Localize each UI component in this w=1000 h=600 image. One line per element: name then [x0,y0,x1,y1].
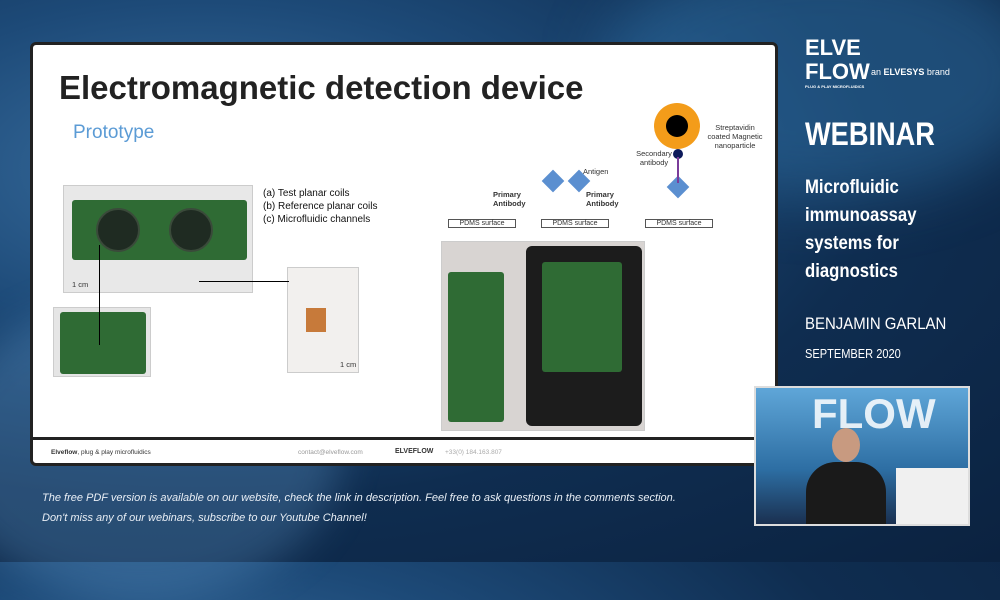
elveflow-logo: ELVE FLOW PLUG & PLAY MICROFLUIDICS [805,35,870,90]
pcb-photo-back [53,307,151,377]
scale-label: 1 cm [72,280,89,289]
pdms-label: PDMS surface [645,219,713,228]
presentation-slide: Electromagnetic detection device Prototy… [30,42,778,466]
footer-logo: ELVEFLOW [395,448,434,455]
topic-line: diagnostics [805,261,898,282]
webcam-backdrop-text: FLOW [812,390,936,437]
brand-prefix: an [871,67,882,77]
caption-line-2: Don't miss any of our webinars, subscrib… [42,512,367,524]
footer-tagline: , plug & play microfluidics [77,449,151,456]
figure-legend: (a) Test planar coils (b) Reference plan… [263,187,378,226]
presenter-name: BENJAMIN GARLAN [805,314,947,333]
pcb-photo-main: 1 cm [63,185,253,293]
slide-subtitle: Prototype [73,122,155,143]
legend-c: (c) Microfluidic channels [263,214,371,225]
logo-tagline: PLUG & PLAY MICROFLUIDICS [805,84,865,89]
legend-b: (b) Reference planar coils [263,201,378,212]
pdms-label: PDMS surface [448,219,516,228]
logo-top: ELVE [805,35,861,60]
antigen-label: Antigen [583,167,609,176]
topic-line: systems for [805,233,899,254]
legend-a: (a) Test planar coils [263,188,350,199]
secondary-antibody-label: Secondary antibody [636,149,672,167]
nanoparticle-label: Streptavidin coated Magnetic nanoparticl… [707,123,763,150]
webinar-date: SEPTEMBER 2020 [805,346,901,361]
footer-phone: +33(0) 184.163.807 [445,449,502,456]
device-photo [441,241,645,431]
slide-footer: Elveflow, plug & play microfluidics cont… [33,437,775,463]
caption-line-1: The free PDF version is available on our… [42,492,676,504]
brand-suffix: brand [926,67,950,77]
topic-line: immunoassay [805,205,917,226]
footer-email[interactable]: contact@elveflow.com [298,449,363,456]
footer-brand: Elveflow [51,449,78,456]
channel-photo: 1 cm [287,267,359,373]
logo-bottom: FLOW [805,59,870,84]
webinar-label: WEBINAR [805,116,935,152]
brand-name: ELVESYS [883,67,925,77]
pdms-label: PDMS surface [541,219,609,228]
slide-title: Electromagnetic detection device [59,69,584,106]
primary-antibody-label: Primary Antibody [493,190,526,208]
primary-antibody-label: Primary Antibody [586,190,619,208]
topic-line: Microfluidic [805,177,899,198]
brand-line: an ELVESYS brand [871,67,950,77]
webinar-topic: Microfluidic immunoassay systems for dia… [805,174,917,286]
presenter-webcam: FLOW [754,386,970,526]
scale-label: 1 cm [340,360,357,369]
